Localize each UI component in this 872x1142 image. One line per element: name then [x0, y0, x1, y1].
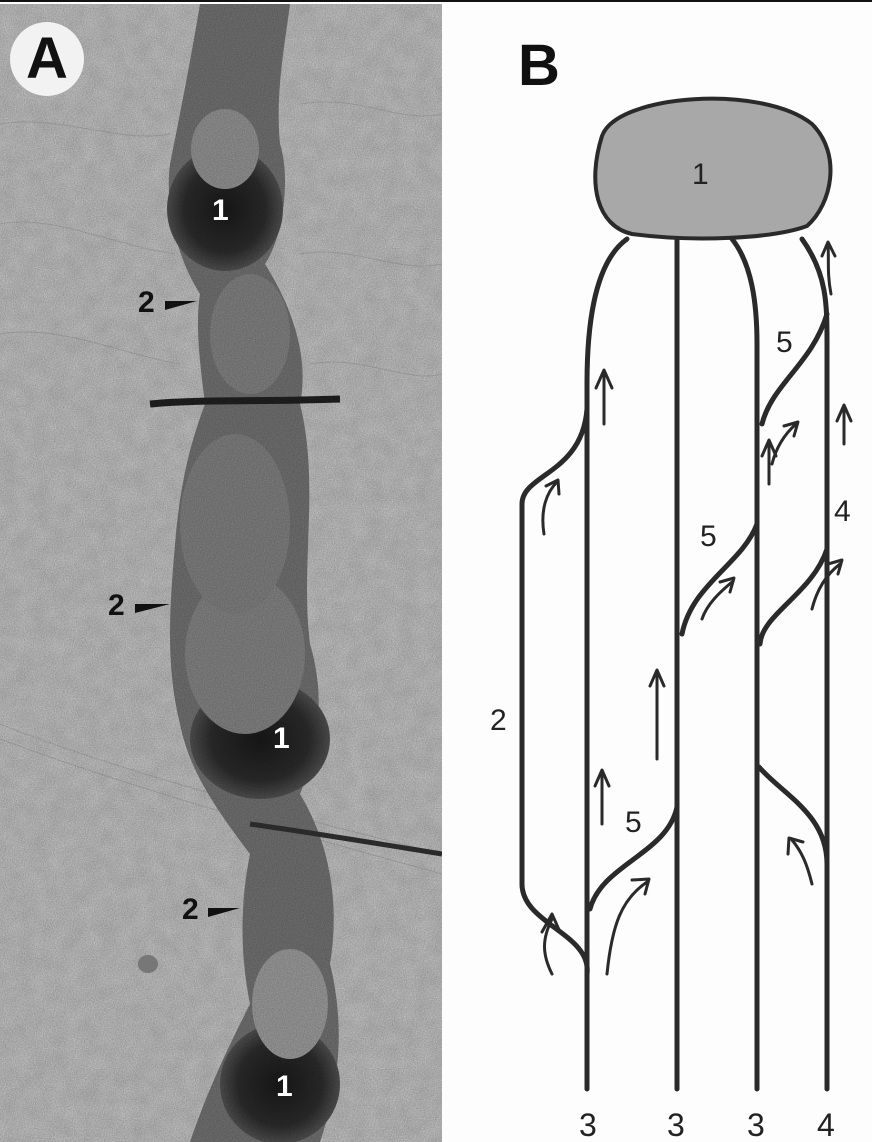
fiber-3c — [732, 239, 757, 1089]
panel-a-letter: A — [10, 22, 84, 96]
panel-a-micrograph: A 1 1 1 2 2 2 — [0, 4, 442, 1142]
cell-body-1 — [595, 99, 830, 239]
label-body-1: 1 — [692, 158, 709, 191]
label-bottom-3b: 3 — [667, 1107, 685, 1142]
label-fiber-4-mid: 4 — [834, 495, 851, 528]
label-bottom-3c: 3 — [747, 1107, 765, 1142]
label-branch-5-mid: 5 — [700, 520, 717, 553]
label-bottom-4: 4 — [817, 1107, 835, 1142]
label-branch-5-bottom: 5 — [625, 806, 642, 839]
panel-b-diagram: B — [442, 4, 872, 1142]
label-branch-5-top: 5 — [776, 326, 793, 359]
label-fiber-2: 2 — [490, 704, 507, 737]
micrograph-image — [0, 4, 442, 1142]
branch-3c-4 — [759, 767, 827, 864]
fiber-4 — [802, 239, 827, 1089]
branch-5-top — [762, 314, 827, 424]
branch-5-mid — [682, 524, 757, 634]
fiber-2 — [522, 409, 587, 974]
schematic-svg: 1 2 4 5 5 5 3 3 3 4 — [442, 4, 872, 1142]
label-bottom-3a: 3 — [579, 1107, 597, 1142]
